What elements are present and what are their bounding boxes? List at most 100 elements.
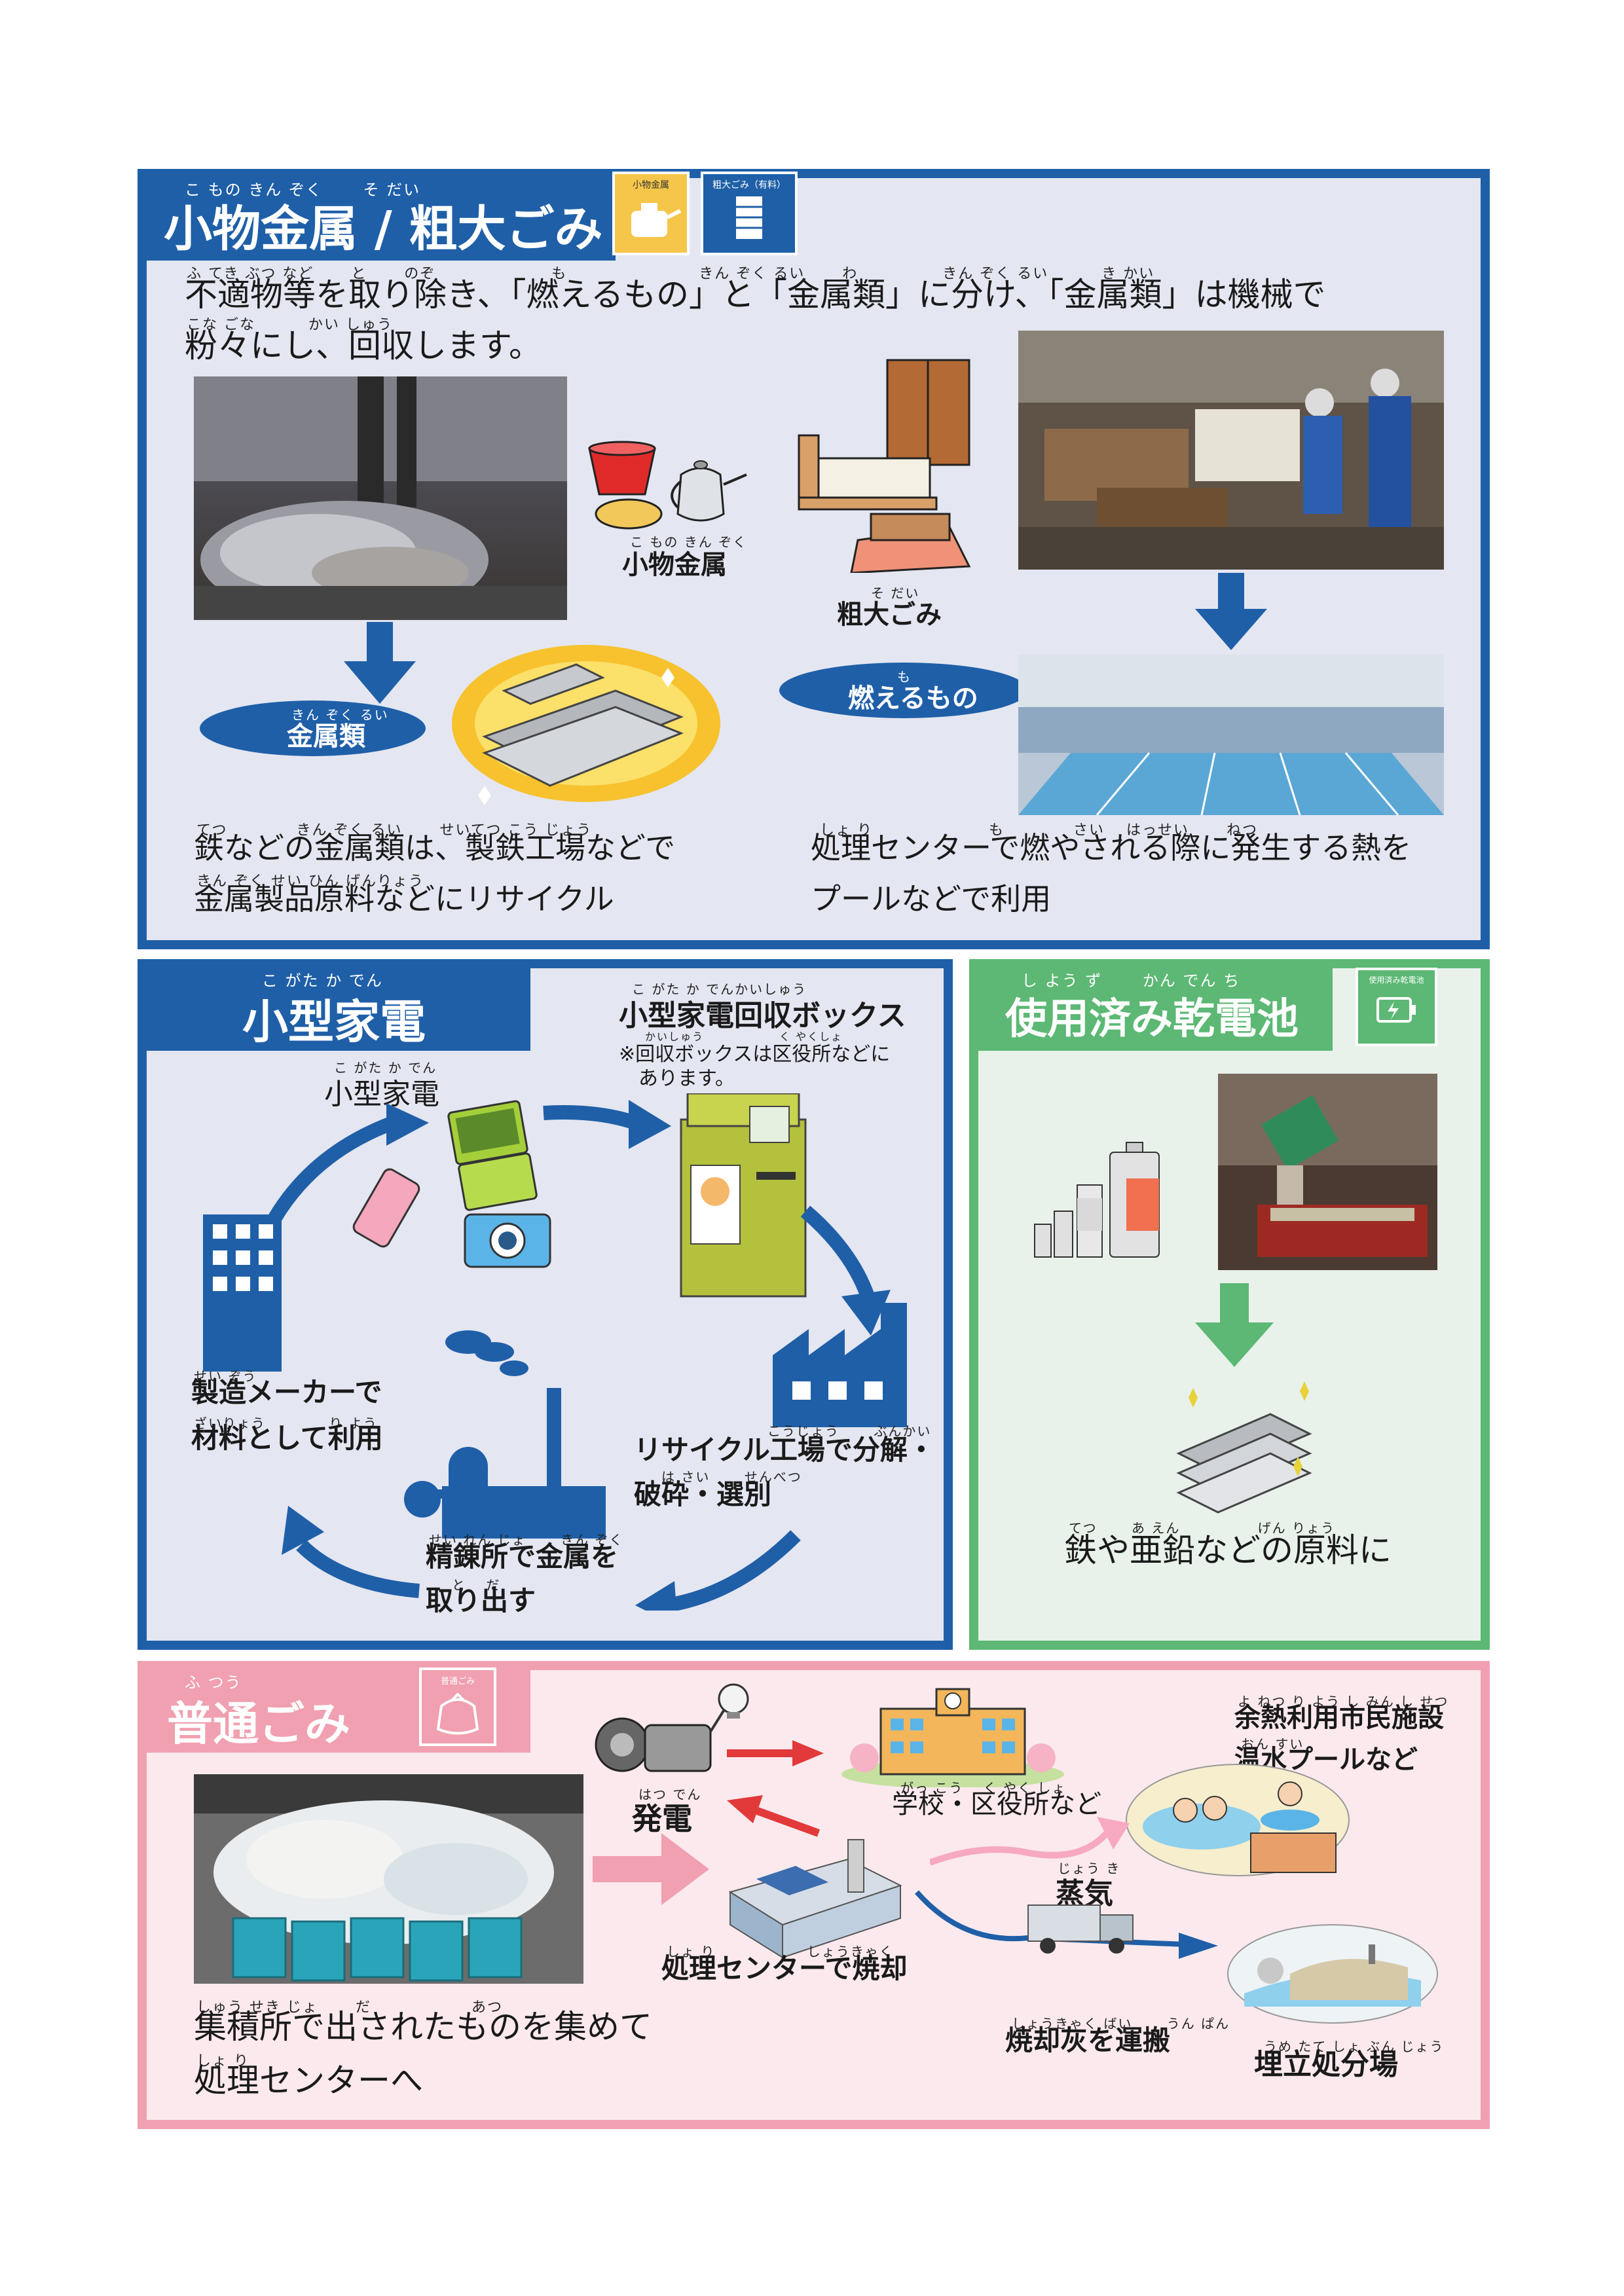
battery-icon [1376,997,1416,1023]
arrow-down-icon [1195,573,1267,650]
metals-ruby: きん ぞく るい [291,707,389,723]
landfill-icon [1227,1924,1438,2024]
landfill-ruby: うめ たて しょ ぶん じょう [1264,2039,1445,2054]
section1-title-ruby: こ もの きん ぞく そ だい [185,181,421,199]
school-label: 学校・区役所など [892,1789,1101,1819]
section3-title: 使用済み乾電池 [1005,995,1299,1044]
left-result-line-1: 鉄などの金属類は、製鉄工場などで [194,830,676,866]
appliance-label: 小型家電 [324,1078,439,1111]
badge-bulky: 粗大ごみ（有料） [701,172,798,255]
refinery-ruby-2: と だ [452,1577,501,1593]
metal-bars-icon [452,645,720,805]
intro-ruby-1: ふ てき ぶつ など と のぞ も きん ぞく るい わ きん ぞく るい き … [187,266,1155,282]
arrow-down-icon [1195,1283,1274,1367]
badge-bulky-label: 粗大ごみ（有料） [712,180,786,191]
box-note-line-1: ※回収ボックスは区役所などに [619,1043,891,1066]
intro-line-1: 不適物等を取り除き、「燃えるもの」と「金属類」に分け、「金属類」は機械で [185,276,1326,314]
collect-line-1: 集積所で出されたものを集めて [194,2008,652,2046]
kettle-icon [631,203,682,237]
section2-title-ruby: こ がた か でん [262,972,383,990]
battery-collection-photo [1218,1074,1437,1270]
pool-illustration [1018,655,1444,815]
arrow-right-icon [593,1833,709,1905]
collect-ruby-2: しょ り [196,2053,249,2069]
small-appliances-icon [352,1100,551,1268]
bulky-furniture-icon [798,359,971,573]
facility-ruby-2: おん すい [1241,1736,1304,1752]
battery-badge-label: 使用済み乾電池 [1369,975,1424,985]
arrow-up-left-icon [727,1795,821,1837]
battery-result-text: 鉄や亜鉛などの原料に [1064,1531,1392,1569]
burnables-label: 燃えるもの [848,683,978,714]
burnables-ruby: も [897,669,912,685]
arrow-right-icon [727,1740,824,1766]
refinery-ruby-1: せい れん じょ きん ぞく [429,1532,624,1548]
small-metal-items-icon [588,441,747,530]
appliance-ruby: こ がた か でん [334,1060,437,1076]
battery-result-ruby: てつ あ えん げん りょう [1069,1520,1336,1536]
trash-collection-photo [194,1774,583,1984]
factory-ruby-2: は さい せんべつ [661,1469,802,1485]
collect-line-2: 処理センターへ [194,2062,423,2100]
trash-bins-illustration [194,1774,583,1982]
right-result-ruby-1: しょ り も さい はっせい ねつ [820,822,1258,839]
left-result-ruby-2: きん ぞく せい ひん げんりょう [196,873,424,890]
section2-title-tab [138,959,530,1051]
school-ruby: がっ こう く やく しょ [900,1780,1067,1796]
indoor-pool-photo [1018,655,1444,815]
collect-ruby-1: しゅう せき じょ だ あつ [196,1999,503,2016]
workers-sorting-photo [1018,331,1444,570]
general-waste-badge: 普通ごみ [419,1667,496,1746]
battery-pouring-illustration [1218,1074,1437,1257]
bulky-ruby: そ だい [871,585,920,601]
battery-badge: 使用済み乾電池 [1356,968,1437,1046]
incineration-plant-icon [728,1839,902,1959]
trash-bag-icon [436,1692,479,1735]
school-icon [841,1688,1064,1787]
factory-icon [773,1303,907,1427]
crushed-metal-illustration [194,376,567,620]
badge-small-metal-label: 小物金属 [633,180,669,191]
ash-label: 焼却灰を運搬 [1005,2024,1171,2056]
factory-line-1: リサイクル工場で分解・ [634,1434,935,1466]
badge-small-metal: 小物金属 [612,172,690,255]
steam-arrow-icon [930,1817,1130,1866]
section3-title-tab [969,959,1333,1051]
maker-ruby-2: ざいりょう り よう [194,1415,378,1431]
box-note-ruby: かいしゅう く やくしょ [645,1030,843,1043]
general-waste-badge-label: 普通ごみ [440,1677,475,1686]
maker-ruby-1: せい ぞう [194,1368,257,1384]
crushed-metal-photo [194,376,567,620]
right-result-line-2: プールなどで利用 [811,881,1052,917]
maker-line-1: 製造メーカーで [191,1376,382,1408]
arrow-down-icon [344,622,416,704]
landfill-label: 埋立処分場 [1254,2048,1398,2081]
generator-icon [595,1683,749,1772]
left-result-ruby-1: てつ きん ぞく るい せいてつ こう じょう [196,822,593,839]
ash-ruby: しょうきゃく ばい うん ぱん [1012,2016,1230,2032]
section2-title: 小型家電 [242,995,426,1049]
recycle-cycle-arrows [268,1100,891,1611]
factory-ruby-1: こうじょう ぶんかい [767,1423,932,1439]
section1-title-tab [138,169,616,261]
intro-ruby-2: こな ごな かい しゅう [187,317,393,333]
box-title: 小型家電回収ボックス [619,999,906,1032]
box-title-ruby: こ がた か でんかいしゅう [632,981,807,997]
small-metal-label: 小物金属 [622,550,727,580]
building-icon [203,1214,282,1372]
refinery-icon [404,1330,606,1539]
workers-illustration [1018,331,1444,570]
incinerate-label: 処理センターで焼却 [661,1952,908,1984]
metal-bars-icon [1176,1381,1312,1514]
dresser-icon [736,196,762,239]
metals-ellipse [200,701,426,756]
section4-title-ruby: ふ つう [185,1673,242,1692]
refinery-line-2: 取り出す [426,1584,536,1616]
intro-line-2: 粉々にし、回収します。 [185,327,542,365]
facility-ruby-1: よ ねつ り よう し みん し せつ [1238,1694,1449,1709]
facility-line-1: 余熱利用市民施設 [1234,1703,1444,1733]
factory-line-2: 破砕・選別 [634,1478,772,1510]
small-metal-ruby: こ もの きん ぞく [630,534,748,550]
bulky-label: 粗大ごみ [837,600,942,630]
burnables-ellipse [779,663,1028,718]
